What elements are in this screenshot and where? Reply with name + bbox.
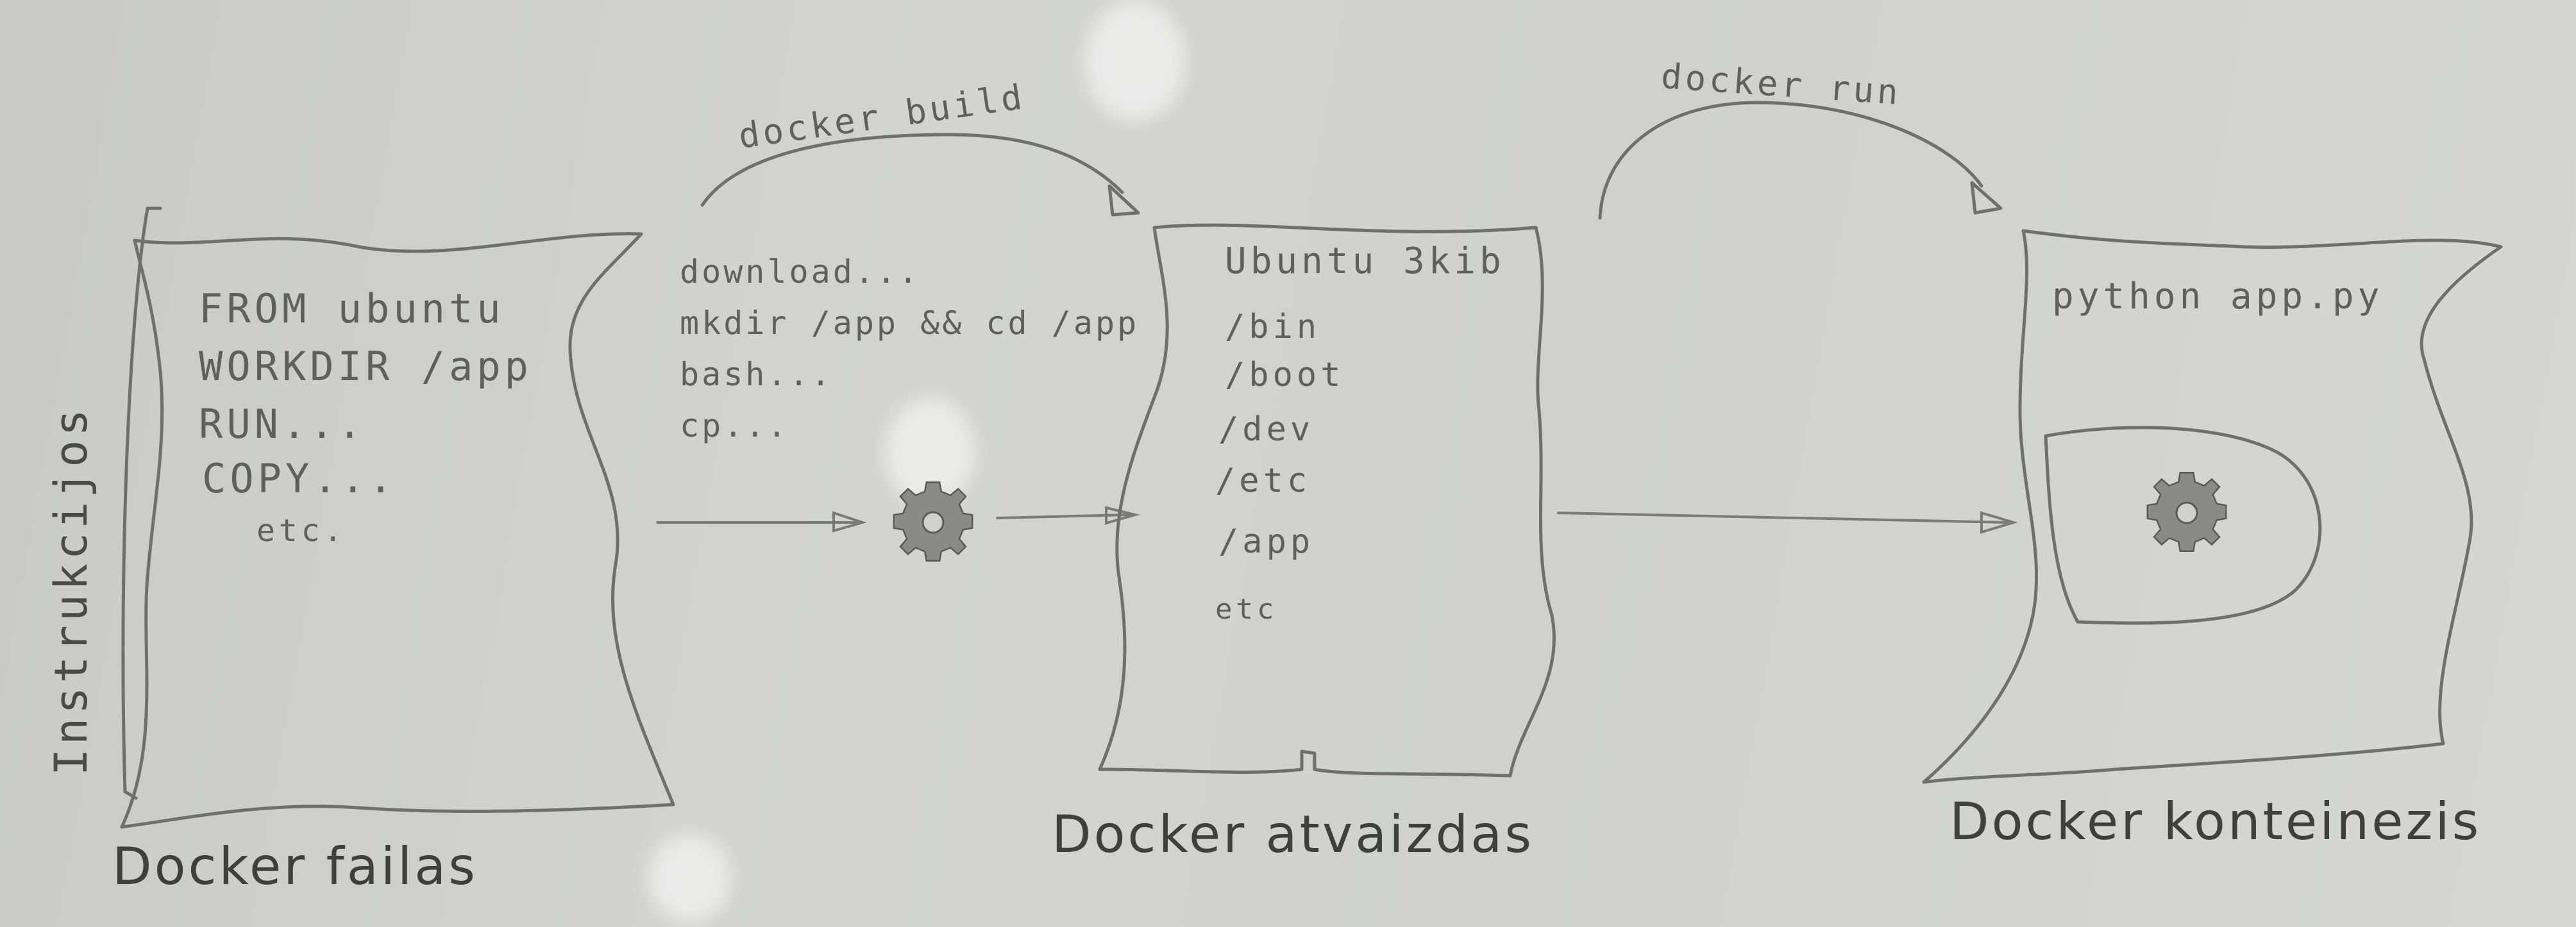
docker-run-arc <box>1598 101 1983 220</box>
glare-1 <box>1084 0 1186 122</box>
dockerfile-label: Docker failas <box>112 837 478 896</box>
dockerfile-line: COPY... <box>202 455 397 502</box>
container-paper <box>1922 229 2503 784</box>
docker-build-arc <box>700 133 1124 207</box>
build-step: cp... <box>680 407 789 444</box>
gear-icon <box>2146 472 2227 552</box>
image-header: Ubuntu 3kib <box>1225 240 1505 282</box>
docker-run-arrowhead <box>1970 181 2003 215</box>
dockerfile-line: etc. <box>257 513 346 549</box>
image-dir: /etc <box>1215 462 1311 500</box>
arrow-to-image <box>996 514 1130 519</box>
dockerfile-paper <box>120 232 675 829</box>
gear-icon <box>893 481 973 562</box>
container-command: python app.py <box>2052 276 2384 317</box>
image-dir: /boot <box>1225 356 1345 394</box>
instructions-label: Instrukcijos <box>45 405 97 776</box>
image-dir: /bin <box>1225 308 1321 346</box>
docker-build-arrowhead <box>1107 184 1140 217</box>
dockerfile-line: WORKDIR /app <box>199 343 532 390</box>
dockerfile-line: RUN... <box>199 401 366 447</box>
arrow-to-container <box>1557 512 2008 524</box>
glare-3 <box>648 833 731 923</box>
build-step: bash... <box>680 356 833 393</box>
arrow-to-gear-head <box>832 511 867 533</box>
container-label: Docker konteinezis <box>1949 792 2482 851</box>
image-dir: /app <box>1218 522 1315 561</box>
build-step: mkdir /app && cd /app <box>680 305 1140 342</box>
image-label: Docker atvaizdas <box>1052 805 1535 864</box>
arrow-to-container-head <box>1980 511 2018 534</box>
build-step: download... <box>680 253 921 290</box>
image-dir: /dev <box>1218 410 1315 449</box>
dockerfile-line: FROM ubuntu <box>199 285 505 332</box>
image-paper <box>1098 223 1556 778</box>
running-container-outline <box>2044 426 2322 625</box>
image-dir: etc <box>1215 593 1278 626</box>
